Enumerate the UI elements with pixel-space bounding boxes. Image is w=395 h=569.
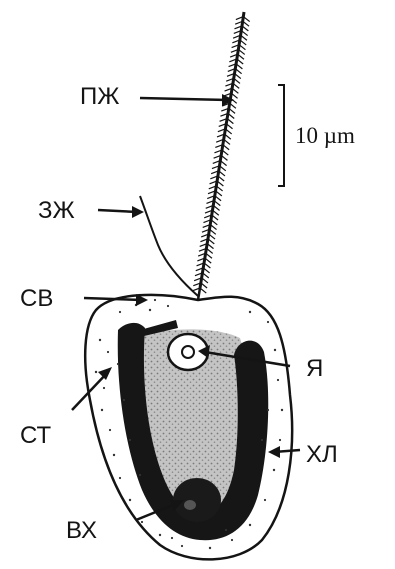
mastigoneme-hair	[200, 288, 206, 293]
label-short-flagellum: ЗЖ	[38, 197, 75, 224]
label-chloroplast: ХЛ	[306, 441, 338, 468]
label-contractile-vacuole: СВ	[20, 285, 53, 312]
short-flagellum	[140, 196, 198, 296]
label-nucleus: Я	[306, 355, 323, 382]
flagellar-base	[198, 288, 200, 300]
label-cell-wall: СТ	[20, 422, 52, 449]
nucleolus	[182, 346, 194, 358]
label-pyrenoid: ВХ	[66, 517, 97, 544]
label-long-flagellum: ПЖ	[80, 83, 119, 110]
pyrenoid-center	[184, 500, 196, 510]
scale-bar-label: 10 µm	[295, 123, 355, 148]
scale-bar	[278, 85, 284, 186]
